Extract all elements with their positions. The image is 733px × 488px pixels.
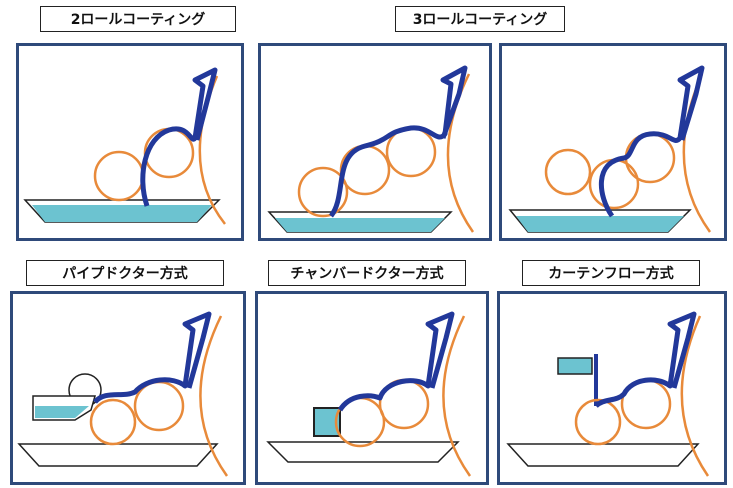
film-path <box>599 65 705 218</box>
film-path <box>328 65 468 218</box>
label-pipe-doctor: パイプドクター方式 <box>26 260 224 286</box>
coating-liquid <box>516 216 684 232</box>
metering-roll <box>588 158 640 210</box>
web-curve <box>442 315 472 477</box>
panel-pipe-doctor <box>10 291 246 485</box>
film-path <box>140 67 218 207</box>
label-chamber-doctor: チャンバードクター方式 <box>268 260 466 286</box>
film-path <box>93 311 212 404</box>
film-path <box>594 311 697 408</box>
web-curve <box>680 315 710 477</box>
coating-tray <box>506 443 700 467</box>
pickup-roll <box>544 148 592 196</box>
pickup-roll <box>574 398 622 446</box>
label-two-roll-coating: 2ロールコーティング <box>40 6 236 32</box>
panel-chamber-doctor <box>255 291 489 485</box>
coating-liquid <box>275 218 445 232</box>
reservoir-liquid <box>35 406 89 418</box>
label-three-roll-coating: 3ロールコーティング <box>395 6 565 32</box>
coating-tray <box>266 441 460 463</box>
pickup-roll <box>93 150 145 202</box>
pickup-roll <box>89 398 137 446</box>
panel-two-roll <box>16 43 244 241</box>
label-curtain-flow: カーテンフロー方式 <box>522 260 700 286</box>
panel-three-roll-a <box>258 43 492 241</box>
coating-liquid <box>32 205 212 222</box>
pickup-roll <box>297 166 349 218</box>
applicator-roll <box>133 380 185 432</box>
metering-roll <box>339 144 391 196</box>
coating-tray <box>17 443 219 467</box>
web-curve <box>199 315 229 477</box>
applicator-roll <box>143 127 195 179</box>
curtain-head <box>557 357 593 375</box>
panel-three-roll-b <box>499 43 727 241</box>
film-path <box>337 311 455 412</box>
panel-curtain-flow <box>497 291 727 485</box>
